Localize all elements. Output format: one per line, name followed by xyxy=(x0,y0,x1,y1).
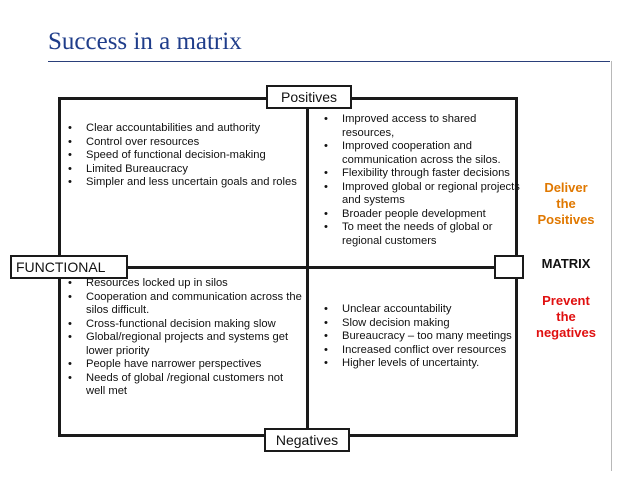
prevent-line: negatives xyxy=(536,325,596,340)
slide-title: Success in a matrix xyxy=(48,28,242,55)
deliver-line: the xyxy=(556,196,576,211)
deliver-positives-text: Deliver the Positives xyxy=(527,180,605,228)
list-item: Cross-functional decision making slow xyxy=(66,318,302,332)
list-item: Flexibility through faster decisions xyxy=(322,167,522,181)
prevent-line: Prevent xyxy=(542,293,590,308)
list-item: People have narrower perspectives xyxy=(66,358,302,372)
list-item: Needs of global /regional customers not … xyxy=(66,372,302,399)
quadrant-functional-negatives: Resources locked up in silos Cooperation… xyxy=(66,277,302,399)
matrix-label: MATRIX xyxy=(541,256,591,271)
deliver-line: Positives xyxy=(537,212,595,227)
prevent-line: the xyxy=(556,309,576,324)
list-item: Increased conflict over resources xyxy=(322,344,522,358)
functional-label: FUNCTIONAL xyxy=(10,255,128,279)
quadrant-functional-positives: Clear accountabilities and authority Con… xyxy=(66,122,298,190)
list-item: Bureaucracy – too many meetings xyxy=(322,330,522,344)
right-edge-rule xyxy=(611,61,612,471)
list-item: Improved access to shared resources, xyxy=(322,113,522,140)
list-item: Clear accountabilities and authority xyxy=(66,122,298,136)
deliver-line: Deliver xyxy=(544,180,588,195)
list-item: Simpler and less uncertain goals and rol… xyxy=(66,176,298,190)
list-item: To meet the needs of global or regional … xyxy=(322,221,522,248)
list-item: Higher levels of uncertainty. xyxy=(322,357,522,371)
list-item: Broader people development xyxy=(322,208,522,222)
list-item: Improved cooperation and communication a… xyxy=(322,140,522,167)
list-item: Slow decision making xyxy=(322,317,522,331)
list-item: Cooperation and communication across the… xyxy=(66,291,302,318)
prevent-negatives-text: Prevent the negatives xyxy=(527,293,605,341)
negatives-label: Negatives xyxy=(264,428,350,452)
list-item: Resources locked up in silos xyxy=(66,277,302,291)
list-item: Control over resources xyxy=(66,136,298,150)
list-item: Global/regional projects and systems get… xyxy=(66,331,302,358)
title-underline xyxy=(48,61,610,62)
list-item: Unclear accountability xyxy=(322,303,522,317)
positives-label: Positives xyxy=(266,85,352,109)
matrix-axis-stub xyxy=(494,255,524,279)
horizontal-axis xyxy=(128,266,494,269)
list-item: Speed of functional decision-making xyxy=(66,149,298,163)
quadrant-matrix-negatives: Unclear accountability Slow decision mak… xyxy=(322,303,522,371)
list-item: Improved global or regional projects and… xyxy=(322,181,522,208)
quadrant-matrix-positives: Improved access to shared resources, Imp… xyxy=(322,113,522,248)
list-item: Limited Bureaucracy xyxy=(66,163,298,177)
